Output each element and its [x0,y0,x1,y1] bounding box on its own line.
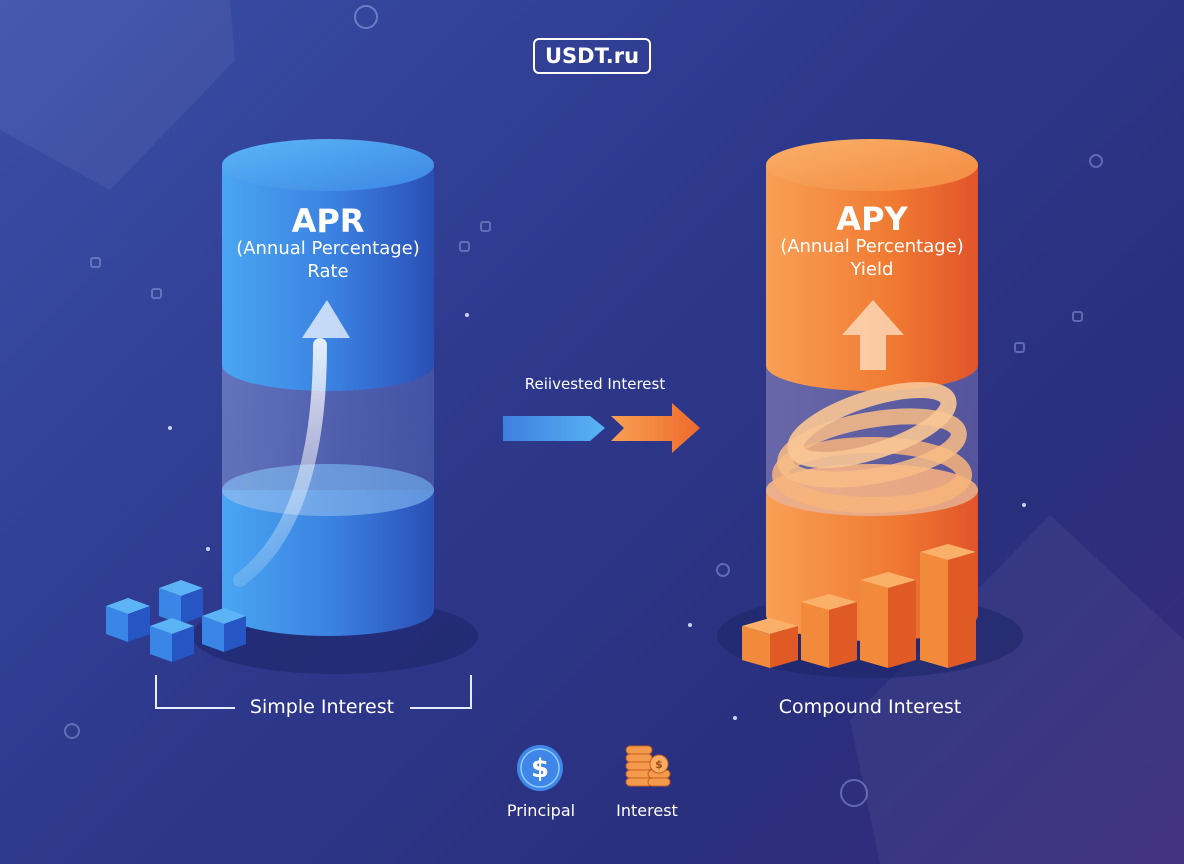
svg-text:$: $ [531,754,549,784]
usdt-logo: USDT.ru [533,38,651,74]
compound-interest-caption: Compound Interest [778,696,962,718]
apy-subtitle-line1: (Annual Percentage) [780,236,964,257]
apr-title: APR [291,202,365,240]
compound-growth-bars [742,544,976,668]
dollar-coin-icon: $ [517,745,563,791]
principal-label: Principal [506,801,576,820]
coin-stack-icon: $ [625,745,671,787]
interest-label: Interest [616,801,678,820]
reinvest-arrows [503,403,700,453]
simple-interest-caption: Simple Interest [249,696,395,718]
apr-cylinder [192,139,478,674]
apy-subtitle-line2: Yield [850,259,894,280]
principal-cubes [106,580,246,662]
apr-subtitle-line1: (Annual Percentage) [236,238,420,259]
apy-title: APY [836,200,908,238]
svg-text:$: $ [655,758,663,771]
reinvested-interest-label: Reiivested Interest [524,375,666,393]
apr-subtitle-line2: Rate [307,261,349,282]
simple-interest-bracket [155,675,472,709]
